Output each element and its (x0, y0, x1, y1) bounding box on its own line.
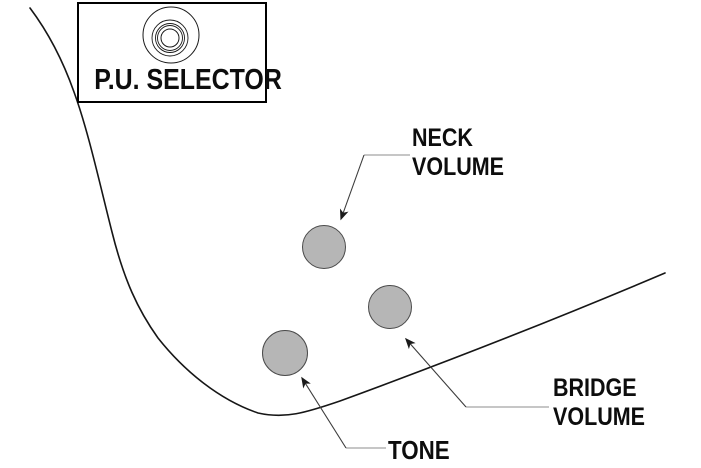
pu-selector-callout-box: P.U. SELECTOR (77, 2, 282, 103)
bridge-volume-leader-line (405, 337, 549, 408)
tone-label-line1: TONE (388, 435, 450, 465)
pu-selector-label: P.U. SELECTOR (79, 64, 282, 97)
neck-volume-label-line2: VOLUME (412, 153, 504, 181)
pu-selector-label-text: P.U. SELECTOR (94, 64, 282, 96)
neck-volume-label-line1: NECK (412, 124, 473, 152)
bridge-volume-knob (368, 285, 412, 329)
tone-knob (262, 330, 308, 376)
guitar-body-outline (29, 7, 666, 417)
rotary-selector-knob-icon (142, 6, 200, 64)
tone-leader-line (301, 376, 386, 449)
bridge-volume-label-line1: BRIDGE (553, 374, 637, 402)
neck-volume-knob (302, 225, 346, 269)
neck-volume-label: NECK VOLUME (412, 124, 519, 182)
bridge-volume-label-line2: VOLUME (553, 403, 645, 431)
bridge-volume-label: BRIDGE VOLUME (553, 374, 660, 432)
tone-label: TONE (388, 436, 460, 465)
neck-volume-leader-line (339, 154, 410, 221)
